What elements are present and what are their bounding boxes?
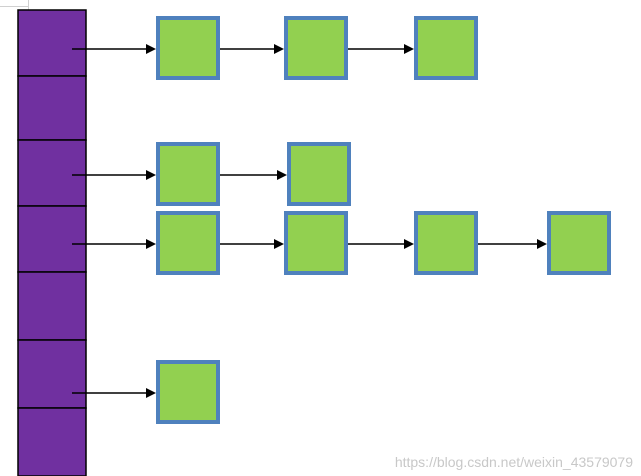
linked-list-nodes [156, 16, 611, 424]
chain-0-node-1 [284, 16, 348, 80]
chain-0-node-0-next-arrow-arrowhead [274, 44, 284, 54]
corner-mark [0, 0, 29, 10]
watermark-text: https://blog.csdn.net/weixin_43579079 [394, 454, 633, 470]
chain-3-node-0 [156, 211, 220, 275]
bucket-cell-2 [17, 139, 87, 207]
chain-0-node-2 [414, 16, 478, 80]
chain-2-node-0-next-arrow-arrowhead [277, 170, 287, 180]
chain-3-node-1 [284, 211, 348, 275]
bucket-cell-1 [17, 75, 87, 141]
chain-2-node-0 [156, 142, 220, 206]
bucket-cell-4 [17, 271, 87, 341]
chain-3-node-1-next-arrow-arrowhead [404, 239, 414, 249]
bucket-array [17, 9, 87, 476]
chain-0-node-1-next-arrow-arrowhead [404, 44, 414, 54]
chain-3-node-2 [414, 211, 478, 275]
bucket-3-to-node-0-arrow-arrowhead [146, 239, 156, 249]
bucket-cell-0 [17, 9, 87, 77]
bucket-cell-6 [17, 407, 87, 476]
bucket-cell-5 [17, 339, 87, 409]
chain-0-node-0 [156, 16, 220, 80]
chain-5-node-0 [156, 360, 220, 424]
chain-2-node-1 [287, 142, 351, 206]
chain-3-node-3 [547, 211, 611, 275]
bucket-0-to-node-0-arrow-arrowhead [146, 44, 156, 54]
bucket-2-to-node-0-arrow-arrowhead [146, 170, 156, 180]
chain-3-node-2-next-arrow-arrowhead [537, 239, 547, 249]
chain-3-node-0-next-arrow-arrowhead [274, 239, 284, 249]
bucket-5-to-node-0-arrow-arrowhead [146, 388, 156, 398]
bucket-cell-3 [17, 205, 87, 273]
